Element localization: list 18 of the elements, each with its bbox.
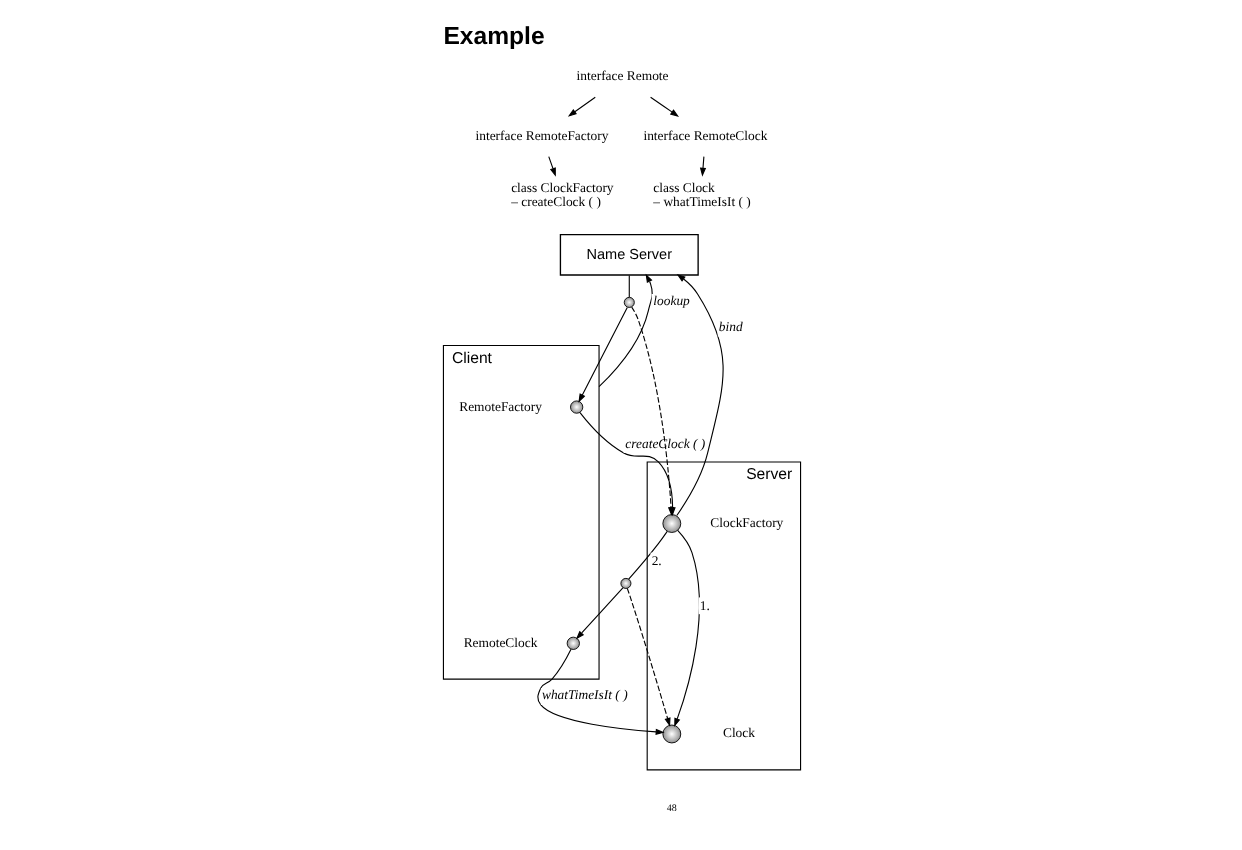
connector xyxy=(627,274,629,298)
node-circle xyxy=(569,400,583,414)
arrow xyxy=(698,156,706,177)
arrow xyxy=(673,529,699,728)
node-circle xyxy=(661,514,681,533)
arrow xyxy=(566,96,595,117)
arrow xyxy=(625,587,670,727)
node-circle xyxy=(565,636,579,650)
arrow xyxy=(574,587,623,640)
diagram-title: Example xyxy=(442,21,544,50)
arrow xyxy=(675,274,723,517)
arrow xyxy=(547,156,555,177)
node-circle xyxy=(622,296,634,308)
arrow xyxy=(649,96,679,117)
arrow xyxy=(597,273,652,388)
arrow xyxy=(577,306,627,403)
node-circle xyxy=(619,577,631,589)
node-circle xyxy=(661,724,681,744)
